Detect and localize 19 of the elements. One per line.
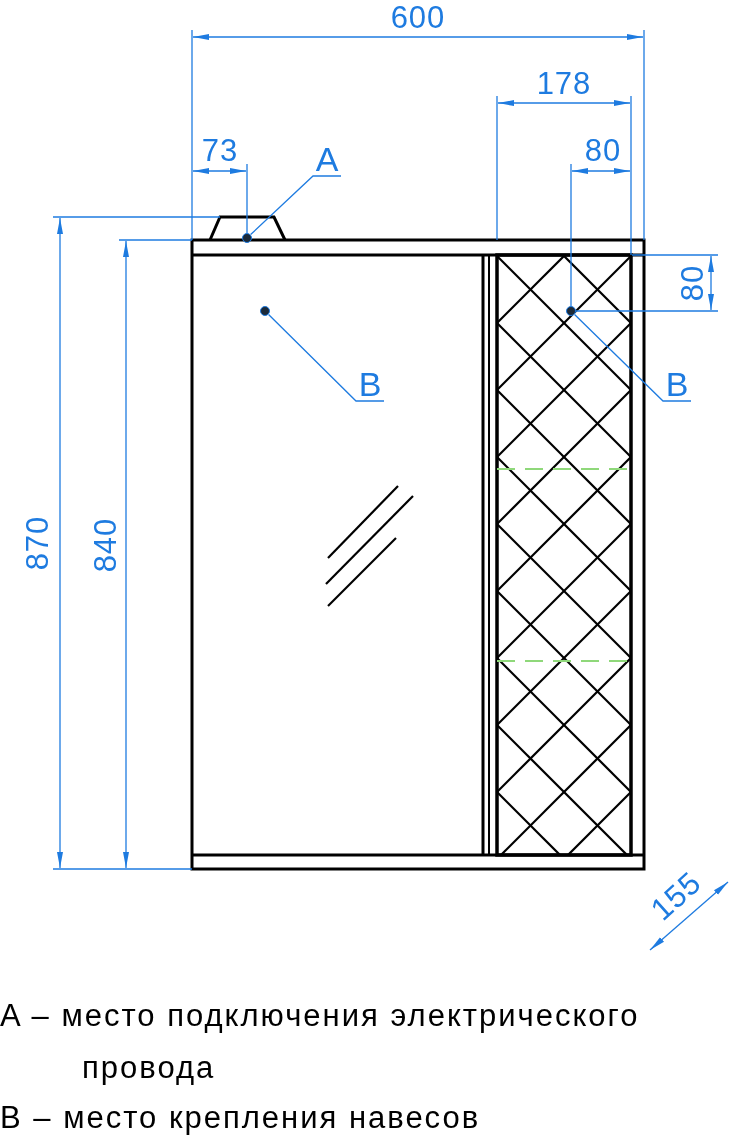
dimension-label: 600 [390,1,446,33]
callout-letter: B [356,363,384,401]
dimension-label: 80 [584,134,622,166]
leader-line [267,313,385,402]
leader-line [250,175,342,236]
dimension-label: 870 [21,515,53,571]
dimension-label: 178 [536,67,592,99]
callout-letter: B [663,363,691,401]
dimension-label: 80 [676,264,708,302]
mounting-point [566,306,576,316]
dimension-label: 840 [89,517,121,573]
dimension-label: 73 [201,134,239,166]
callout-letter: A [313,138,341,176]
legend-note: B – место крепления навесов [0,1099,482,1137]
mounting-point [260,306,270,316]
mounting-point [242,233,252,243]
leader-line [573,313,692,402]
legend-note: A – место подключения электрического провода [0,997,641,1087]
dimension-label: 155 [645,866,707,926]
